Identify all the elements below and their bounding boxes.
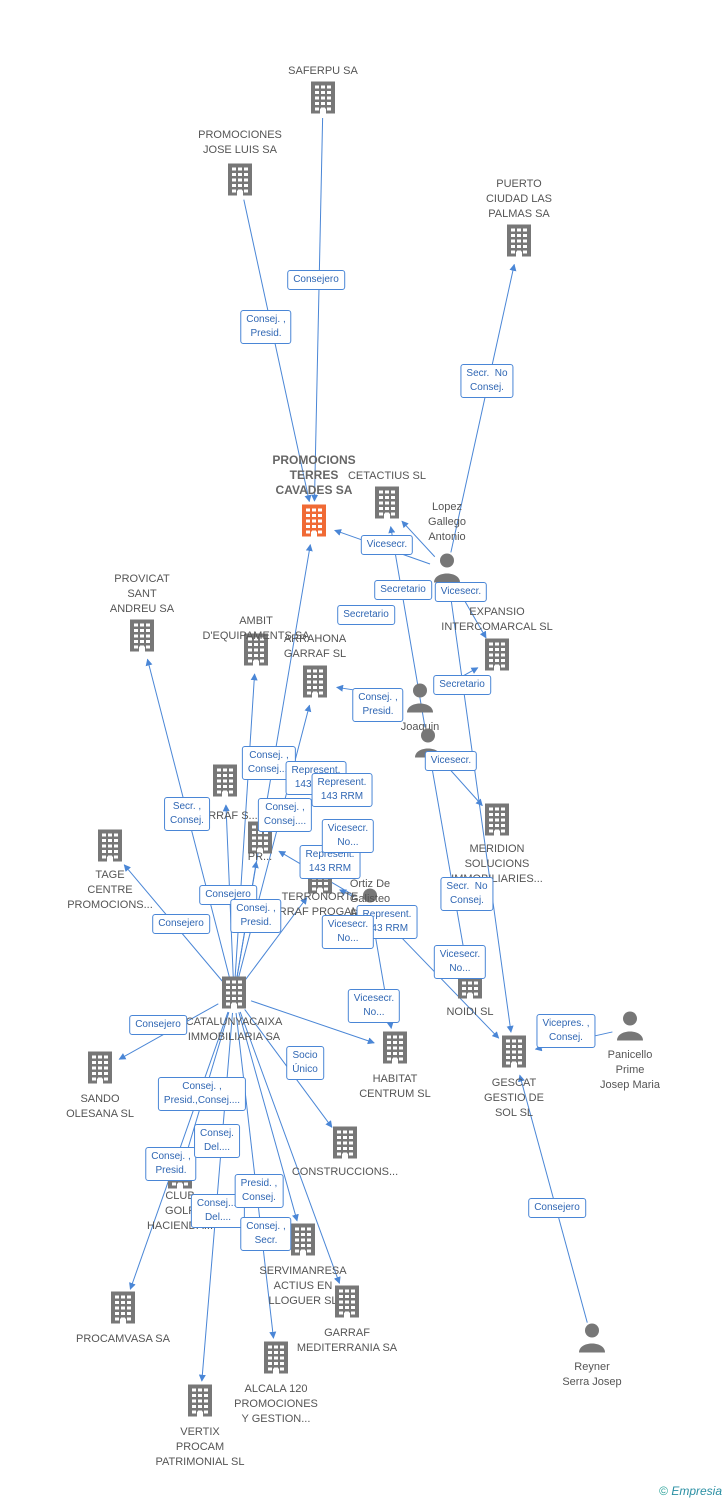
edge-label-person3-to-meridion[interactable]: Vicesecr. (424, 751, 478, 771)
edge-label-lopez-to-main[interactable]: Secretario (337, 605, 395, 625)
edge-label-catalunya-to-terronorte[interactable]: Consej. , Presid. (230, 899, 282, 933)
edge-label-saferpu-to-main[interactable]: Consejero (287, 270, 345, 290)
edge-label-catalunya-to-main[interactable]: Consej. , Consej.... (257, 798, 313, 832)
edge-label-lopez-to-gescat[interactable]: Vicesecr. No... (433, 945, 487, 979)
building-icon[interactable] (126, 619, 158, 658)
node-label-procamvasa[interactable]: PROCAMVASA SA (76, 1333, 170, 1345)
copyright-symbol: © (659, 1484, 668, 1498)
node-label-sando[interactable]: SANDO OLESANA SL (66, 1093, 134, 1120)
edge-label-catalunya-to-garrafmed[interactable]: Represent. 143 RRM (311, 773, 373, 807)
edge-label-catalunya-to-procamvasa[interactable]: Consej. , Presid. (145, 1147, 197, 1181)
building-icon[interactable] (379, 1031, 411, 1070)
building-icon[interactable] (184, 1384, 216, 1423)
edge-label-person3-to-noidi[interactable]: Secr. No Consej. (440, 877, 494, 911)
edge-label-catalunya-to-sando[interactable]: Consejero (129, 1015, 187, 1035)
edge-label-catalunya-to-habitat[interactable]: Socio Único (286, 1046, 324, 1080)
edge-pjl-to-main (243, 199, 312, 503)
building-icon[interactable] (498, 1035, 530, 1074)
edge-catalunya-to-terronorte (244, 897, 308, 981)
node-label-vertix[interactable]: VERTIX PROCAM PATRIMONIAL SL (155, 1426, 245, 1468)
edge-label-lopez-to-puerto[interactable]: Secr. No Consej. (460, 364, 514, 398)
node-label-reyner[interactable]: Reyner Serra Josep (562, 1361, 622, 1388)
node-label-catalunya[interactable]: CATALUNYACAIXA IMMOBILIARIA SA (185, 1016, 283, 1043)
edge-label-joaquin-to-expansio[interactable]: Secretario (433, 675, 491, 695)
node-label-tage[interactable]: TAGE CENTRE PROMOCIONS... (67, 869, 153, 911)
building-icon[interactable] (299, 665, 331, 704)
node-label-cetactius[interactable]: CETACTIUS SL (347, 470, 427, 482)
node-label-arrahona[interactable]: ARRAHONA GARRAF SL (283, 633, 347, 660)
edge-label-pjl-to-main[interactable]: Consej. , Presid. (240, 310, 292, 344)
footer-brand: © Empresia (659, 1484, 722, 1498)
edge-label-person3-to-cetactius[interactable]: Secretario (374, 580, 432, 600)
building-icon[interactable] (107, 1291, 139, 1330)
building-icon[interactable] (218, 976, 250, 1015)
node-label-puerto[interactable]: PUERTO CIUDAD LAS PALMAS SA (485, 178, 553, 220)
edge-label-catalunya-to-alcala[interactable]: Consej. , Secr. (240, 1217, 292, 1251)
edge-ortiz-to-terronorte (339, 889, 355, 898)
edge-label-lopez-to-expansio[interactable]: Vicesecr. (434, 582, 488, 602)
node-label-alcala[interactable]: ALCALA 120 PROMOCIONES Y GESTION... (234, 1383, 318, 1425)
building-icon[interactable] (371, 486, 403, 525)
edge-label-reyner-to-gescat[interactable]: Consejero (528, 1198, 586, 1218)
edge-label-catalunya-to-provicat[interactable]: Secr. , Consej. (164, 797, 210, 831)
node-label-construccions[interactable]: CONSTRUCCIONS... (291, 1166, 399, 1178)
edge-label-joaquin-to-arrahona[interactable]: Consej. , Presid. (352, 688, 404, 722)
building-icon[interactable] (209, 764, 241, 803)
building-icon[interactable] (287, 1223, 319, 1262)
building-icon[interactable] (84, 1051, 116, 1090)
node-label-panicello[interactable]: Panicello Prime Josep Maria (600, 1049, 660, 1091)
building-icon[interactable] (224, 163, 256, 202)
node-label-lopez[interactable]: Lopez Gallego Antonio (428, 501, 466, 543)
building-icon[interactable] (260, 1341, 292, 1380)
building-icon[interactable] (481, 803, 513, 842)
person-icon[interactable] (433, 553, 461, 588)
edge-catalunya-to-habitat (250, 1000, 375, 1045)
node-label-expansio[interactable]: EXPANSIO INTERCOMARCAL SL (441, 606, 553, 633)
node-label-provicat[interactable]: PROVICAT SANT ANDREU SA (109, 573, 175, 615)
node-label-pr[interactable]: PR... (247, 851, 273, 863)
edge-catalunya-to-garrafmed (239, 1011, 341, 1284)
building-icon[interactable] (298, 504, 330, 543)
node-label-servimanresa[interactable]: SERVIMANRESA ACTIUS EN LLOGUER SL (259, 1265, 347, 1307)
node-label-noidi[interactable]: NOIDI SL (446, 1006, 494, 1018)
edge-label-ortiz-to-gescat[interactable]: Vicesecr. No... (347, 989, 401, 1023)
edge-label-ortiz-to-terronorte[interactable]: Vicesecr. No... (321, 915, 375, 949)
building-icon[interactable] (94, 829, 126, 868)
node-label-gescat[interactable]: GESCAT GESTIO DE SOL SL (484, 1077, 544, 1119)
edge-saferpu-to-main (311, 117, 324, 502)
brand-logo: Empresia (671, 1484, 722, 1498)
edge-label-panicello-to-gescat[interactable]: Vicepres. , Consej. (536, 1014, 596, 1048)
node-label-pjl[interactable]: PROMOCIONES JOSE LUIS SA (198, 129, 282, 156)
edge-label-catalunya-to-construccions[interactable]: Consej. , Presid.,Consej.... (157, 1077, 247, 1111)
edge-label-catalunya-to-tage[interactable]: Consejero (152, 914, 210, 934)
edge-label-catalunya-to-club[interactable]: Consej. Del.... (194, 1124, 240, 1158)
person-icon[interactable] (578, 1323, 606, 1358)
node-label-main[interactable]: PROMOCIONS TERRES CAVADES SA (272, 453, 356, 497)
building-icon[interactable] (481, 638, 513, 677)
person-icon[interactable] (406, 683, 434, 718)
edge-lopez-to-puerto (450, 263, 517, 553)
node-label-garrafmed[interactable]: GARRAF MEDITERRANIA SA (296, 1327, 398, 1354)
building-icon[interactable] (503, 224, 535, 263)
edge-label-ortiz-to-habitat[interactable]: Vicesecr. No... (321, 819, 375, 853)
building-icon[interactable] (331, 1285, 363, 1324)
node-label-ambit[interactable]: AMBIT D'EQUIPAMENTS SA (202, 615, 310, 642)
edge-lopez-to-cetactius (401, 520, 436, 558)
edge-person3-to-noidi (430, 762, 469, 965)
node-label-saferpu[interactable]: SAFERPU SA (288, 65, 358, 77)
edge-label-lopez-to-cetactius[interactable]: Vicesecr. (360, 535, 414, 555)
edge-label-catalunya-to-servimanresa[interactable]: Presid. , Consej. (234, 1174, 284, 1208)
building-icon[interactable] (307, 81, 339, 120)
edge-lopez-to-gescat (448, 587, 514, 1033)
person-icon[interactable] (616, 1011, 644, 1046)
building-icon[interactable] (240, 633, 272, 672)
edge-catalunya-to-servimanresa (238, 1012, 299, 1222)
node-label-habitat[interactable]: HABITAT CENTRUM SL (359, 1073, 431, 1100)
building-icon[interactable] (329, 1126, 361, 1165)
